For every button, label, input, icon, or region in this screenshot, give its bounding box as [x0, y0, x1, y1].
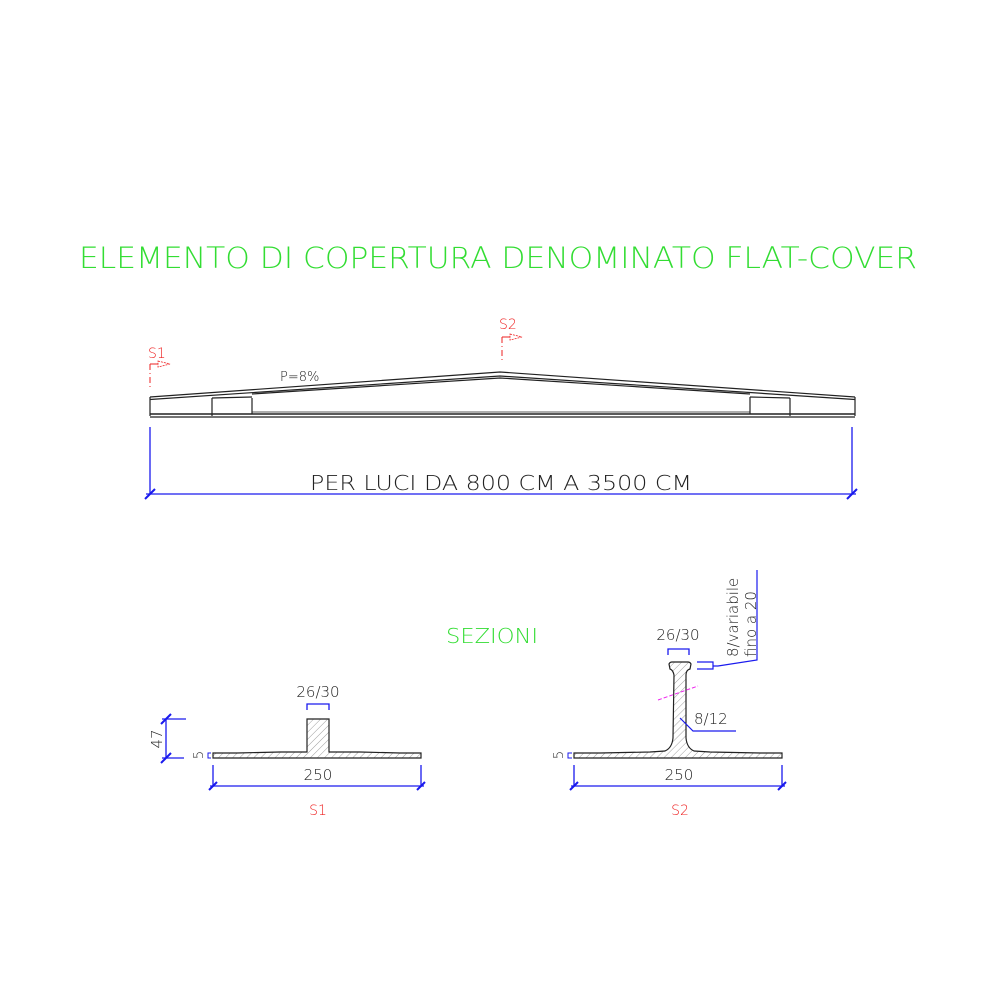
section-marker-s1-label: S1 [148, 346, 166, 362]
slope-label: P=8% [280, 370, 319, 385]
s1-rib-width: 26/30 [296, 683, 339, 701]
s2-flange-thickness-line2: fino a 20 [742, 591, 760, 657]
s2-slab-thickness: 5 [552, 751, 567, 759]
span-dimension [144, 427, 858, 500]
s2-label: S2 [671, 803, 689, 819]
s2-axis-marker [657, 685, 699, 701]
section-s2-profile [573, 661, 783, 759]
span-label: PER LUCI DA 800 CM A 3500 CM [310, 471, 692, 495]
s1-width: 250 [304, 766, 333, 784]
roof-element-elevation [149, 371, 856, 418]
drawing-title: ELEMENTO DI COPERTURA DENOMINATO FLAT-CO… [79, 241, 917, 275]
section-s1-profile [212, 718, 422, 759]
s2-flange-thickness-line1: 8/variabile [724, 578, 742, 657]
s1-height: 47 [148, 729, 166, 748]
s2-width: 250 [665, 766, 694, 784]
section-marker-s1[interactable]: S1 [148, 346, 171, 390]
section-marker-s2[interactable]: S2 [499, 317, 523, 363]
sections-heading: SEZIONI [446, 624, 538, 648]
arrow-icon [157, 360, 171, 368]
section-marker-s2-label: S2 [499, 317, 517, 333]
s2-flange-width: 26/30 [656, 626, 699, 644]
s1-label: S1 [309, 803, 327, 819]
s1-slab-thickness: 5 [192, 751, 207, 759]
arrow-icon [509, 333, 523, 341]
s2-web-thickness: 8/12 [694, 710, 728, 728]
